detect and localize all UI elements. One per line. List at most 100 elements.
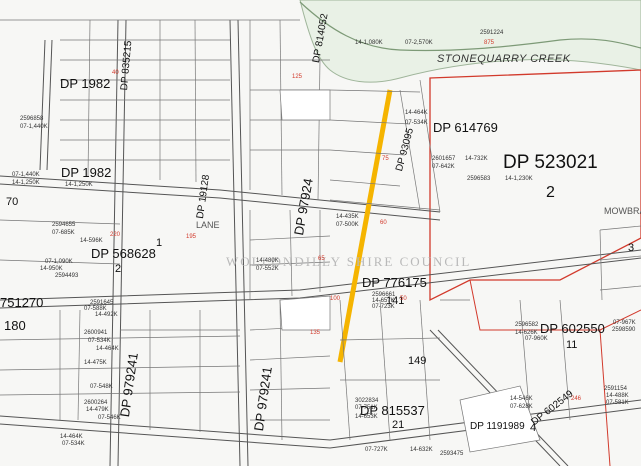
dp-568628-label: DP 568628 xyxy=(91,246,156,261)
parcel-code-label: 2591645 xyxy=(90,300,114,306)
parcel-code-label: 2598590 xyxy=(612,327,636,333)
parcel-code-label: 2601657 xyxy=(432,156,456,162)
red-boundary xyxy=(429,69,641,302)
road-vert-1 xyxy=(229,19,241,466)
dp-751270-label: 751270 xyxy=(0,295,44,310)
parcel-code-label: 220 xyxy=(110,232,121,238)
white-parcel-2 xyxy=(279,295,331,331)
dp-523021-label: DP 523021 xyxy=(503,152,598,173)
place-mowbray: MOWBRAY xyxy=(604,206,641,216)
parcel-code-label: 50 xyxy=(400,296,407,302)
parcel-code-label: 07-751K xyxy=(355,405,378,411)
parcel-code-label: 14-546K xyxy=(510,396,533,402)
road-vert-3 xyxy=(109,19,119,466)
parcel-code-label: 07-500K xyxy=(336,222,359,228)
dp-614769-label: DP 614769 xyxy=(433,120,498,135)
lot-1-568628-label: 1 xyxy=(156,237,163,249)
parcel-code-label: 14-1,080K xyxy=(355,40,383,46)
lot-4-label: 4 xyxy=(530,422,537,434)
parcel-code-label: 2591224 xyxy=(480,30,504,36)
dp-776175-label: DP 776175 xyxy=(362,275,427,290)
parcel-code-label: 07-581K xyxy=(606,400,629,406)
parcel-code-label: 14-464K xyxy=(96,346,119,352)
parcel-code-label: 2593475 xyxy=(440,451,464,457)
lot-2-label: 2 xyxy=(546,184,555,201)
dp-602550-label: DP 602550 xyxy=(540,321,605,336)
parcel-code-label: 07-546K xyxy=(98,415,121,421)
parcel-code-label: 07-723K xyxy=(372,304,395,310)
creek-line xyxy=(299,1,641,52)
lot-3-label: 3 xyxy=(628,242,635,254)
parcel-code-label: 2600941 xyxy=(84,330,108,336)
lot-70-label: 70 xyxy=(6,196,19,208)
red-boundary-2 xyxy=(469,279,641,331)
red-boundary-3 xyxy=(599,329,611,466)
road-vert-5 xyxy=(39,39,46,171)
dp-1191989-label: DP 1191989 xyxy=(470,421,525,432)
parcel-code-label: 100 xyxy=(330,296,341,302)
parcel-code-label: 2596583 xyxy=(467,176,491,182)
parcel-code-label: 60 xyxy=(380,220,387,226)
parcel-code-label: 07-628K xyxy=(510,404,533,410)
road-cross-a xyxy=(0,249,641,301)
white-parcel-1 xyxy=(279,89,331,121)
parcel-code-label: 07-2,570K xyxy=(405,40,433,46)
place-lane: LANE xyxy=(196,220,220,230)
white-parcel-3 xyxy=(459,385,541,453)
parcel-code-label: 246 xyxy=(571,396,582,402)
creek-area xyxy=(299,0,641,83)
lot-grid xyxy=(0,19,641,441)
parcel-code-label: 07-1,440K xyxy=(12,172,40,178)
parcel-code-label: 07-727K xyxy=(365,447,388,453)
parcel-code-label: 2596858 xyxy=(20,116,44,122)
parcel-code-label: 07-548K xyxy=(90,384,113,390)
lot-21-label: 21 xyxy=(392,419,405,431)
parcel-code-label: 07-642K xyxy=(432,164,455,170)
dp-1982-top-label: DP 1982 xyxy=(60,76,111,91)
lot-141-label: 141 xyxy=(386,295,405,307)
lot-180-label: 180 xyxy=(4,318,26,333)
parcel-code-label: 07-967K xyxy=(613,320,636,326)
parcel-code-label: 2600264 xyxy=(84,400,108,406)
parcel-code-label: 07-534K xyxy=(62,441,85,447)
parcel-code-label: 2594655 xyxy=(52,222,76,228)
parcel-code-label: 07-960K xyxy=(525,336,548,342)
parcel-code-label: 2594493 xyxy=(55,273,79,279)
parcel-code-label: 3022834 xyxy=(355,398,379,404)
parcel-code-label: 07-588K xyxy=(84,306,107,312)
parcel-code-label: 14-1,230K xyxy=(505,176,533,182)
parcel-code-label: 14-653K xyxy=(355,414,378,420)
dp-815537-label: DP 815537 xyxy=(360,403,425,418)
parcel-code-label: 14-479K xyxy=(86,407,109,413)
parcel-code-label: 14-1,250K xyxy=(12,180,40,186)
parcel-code-label: 07-1,090K xyxy=(45,259,73,265)
parcel-code-label: 14-464K xyxy=(60,434,83,440)
lot-11-label: 11 xyxy=(566,339,578,351)
highlighted-road xyxy=(337,89,393,363)
parcel-code-label: 14-626K xyxy=(515,330,538,336)
parcel-code-label: 07-685K xyxy=(52,230,75,236)
parcel-code-label: 14-464K xyxy=(405,110,428,116)
parcel-code-label: 65 xyxy=(318,256,325,262)
dp-1982-mid-label: DP 1982 xyxy=(61,165,112,180)
parcel-code-label: 125 xyxy=(292,74,303,80)
parcel-code-label: 195 xyxy=(186,234,197,240)
parcel-code-label: 14-492K xyxy=(95,312,118,318)
parcel-code-label: 14-480K xyxy=(256,258,279,264)
parcel-code-label: 135 xyxy=(310,330,321,336)
parcel-code-label: 2596661 xyxy=(372,292,396,298)
parcel-code-label: 14-657K xyxy=(372,298,395,304)
road-vert-4 xyxy=(117,19,127,466)
watermark: WOLLONDILLY SHIRE COUNCIL xyxy=(226,254,472,269)
parcel-code-label: 07-552K xyxy=(256,266,279,272)
parcel-code-label: 14-475K xyxy=(84,360,107,366)
parcel-code-label: 14-950K xyxy=(40,266,63,272)
parcel-code-label: 2591154 xyxy=(604,386,627,392)
parcel-code-label: 875 xyxy=(484,40,495,46)
lot-149-label: 149 xyxy=(408,355,427,367)
parcel-code-label: 14-732K xyxy=(465,156,488,162)
parcel-code-label: 2596582 xyxy=(515,322,539,328)
parcel-code-label: 07-534K xyxy=(88,338,111,344)
